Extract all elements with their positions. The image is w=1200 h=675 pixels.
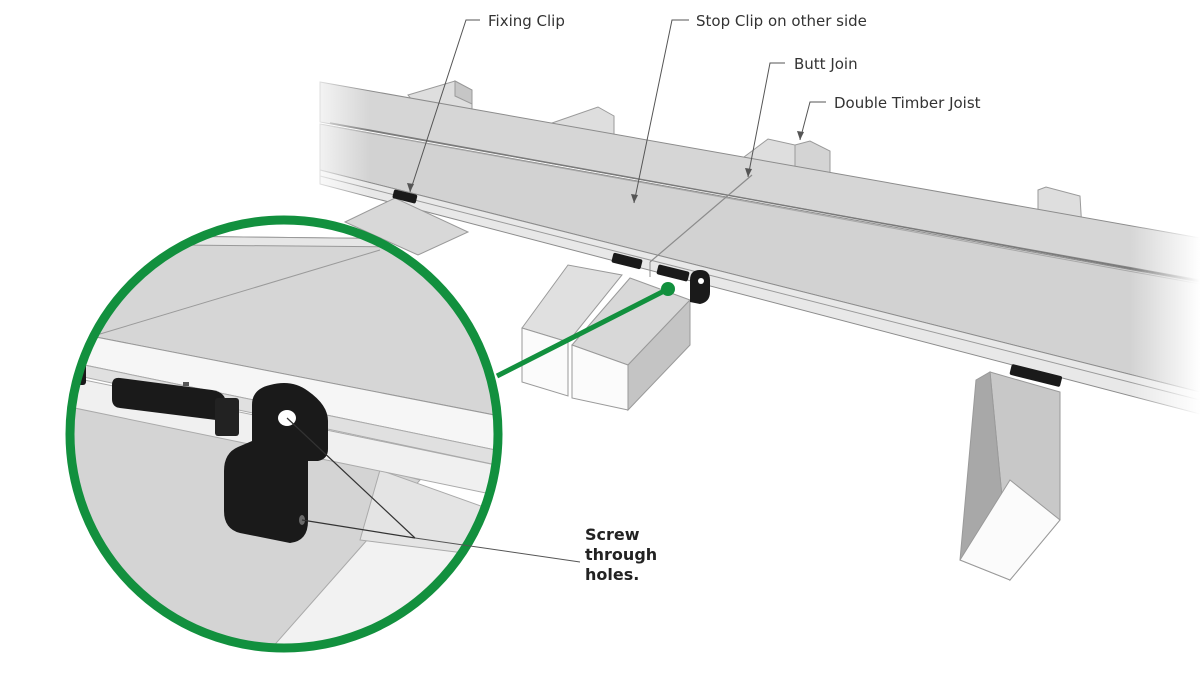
label-screw-line-2: through xyxy=(585,545,657,564)
label-screw-line-3: holes. xyxy=(585,565,639,584)
label-fixing-clip: Fixing Clip xyxy=(488,12,565,30)
deck-scene xyxy=(300,70,1200,582)
callout-leaders xyxy=(409,19,826,563)
stop-clip-icon xyxy=(690,270,710,304)
deck-boards xyxy=(319,81,1200,415)
callout-arrowheads xyxy=(407,131,804,203)
butt-join-line xyxy=(649,174,753,263)
label-double-timber-joist: Double Timber Joist xyxy=(834,94,981,112)
fixing-clip-icon xyxy=(656,264,690,282)
label-stop-clip: Stop Clip on other side xyxy=(696,12,867,30)
fixing-clip-icon xyxy=(392,189,418,204)
magnifier-connector xyxy=(495,286,670,379)
fixing-clip-icon xyxy=(112,377,239,436)
label-screw-line-1: Screw xyxy=(585,525,640,544)
magnifier-circle-icon xyxy=(65,215,675,653)
joist-front-right xyxy=(959,371,1061,582)
label-butt-join: Butt Join xyxy=(794,55,858,73)
fixing-clip-icon xyxy=(611,252,643,270)
joist-front-left-diagonal xyxy=(343,197,470,256)
label-screw-through-holes: Screw through holes. xyxy=(585,525,663,584)
magnified-detail xyxy=(70,220,498,648)
fixing-clip-icon xyxy=(1009,364,1063,387)
double-timber-joist-front xyxy=(521,264,691,412)
